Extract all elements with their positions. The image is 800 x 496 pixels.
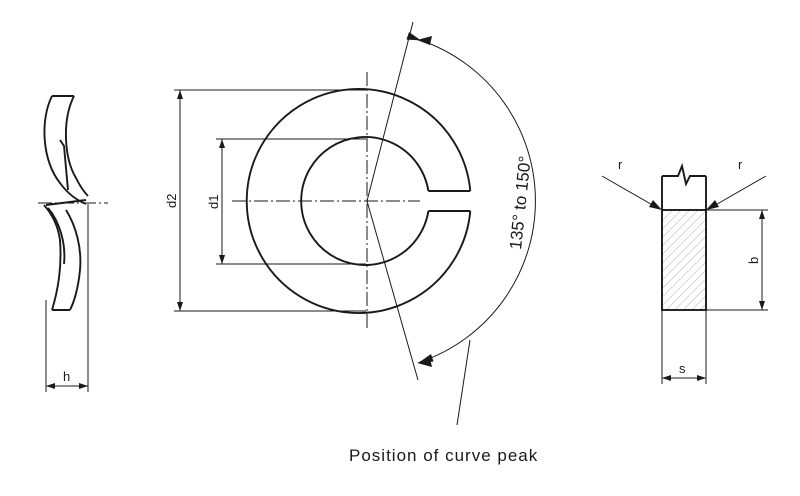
- side-view-cross: [45, 199, 87, 206]
- curve-peak-line-upper: [366, 21, 414, 202]
- caption-leader: [456, 339, 471, 426]
- angle-arrow-top: [417, 36, 432, 45]
- section-break-line: [662, 162, 706, 187]
- side-view-upper-band-back: [65, 95, 89, 197]
- r-left-leader: [601, 175, 657, 208]
- side-view-lower-band-back: [65, 209, 82, 311]
- cross-section: r r b s: [601, 157, 768, 384]
- curve-peak-line-lower: [366, 200, 419, 381]
- s-dimension-arrows: [662, 375, 706, 381]
- r-left-arrow: [649, 200, 662, 210]
- side-view-lower-band: [43, 204, 62, 311]
- r-right-arrow: [706, 200, 719, 210]
- angle-arrow-bottom: [417, 358, 432, 367]
- section-hatched-rect: [661, 209, 707, 311]
- r-right-label: r: [738, 157, 743, 172]
- s-label: s: [679, 361, 686, 376]
- side-view-upper-inner: [59, 139, 69, 191]
- h-dimension-arrows: [46, 383, 88, 389]
- angle-label: 135° to 150°: [506, 155, 535, 250]
- plan-view: 135° to 150° Position of curve peak d2 d…: [164, 21, 538, 465]
- caption-text: Position of curve peak: [349, 446, 538, 465]
- side-view-lower-inner: [47, 207, 66, 265]
- d2-label: d2: [164, 194, 179, 208]
- r-left-label: r: [618, 157, 623, 172]
- side-view-upper-band: [43, 95, 87, 205]
- b-label: b: [746, 257, 761, 264]
- r-right-leader: [711, 175, 767, 208]
- side-view: h: [38, 95, 108, 392]
- d1-label: d1: [206, 195, 221, 209]
- h-label: h: [63, 369, 70, 384]
- angle-arc: [406, 32, 536, 363]
